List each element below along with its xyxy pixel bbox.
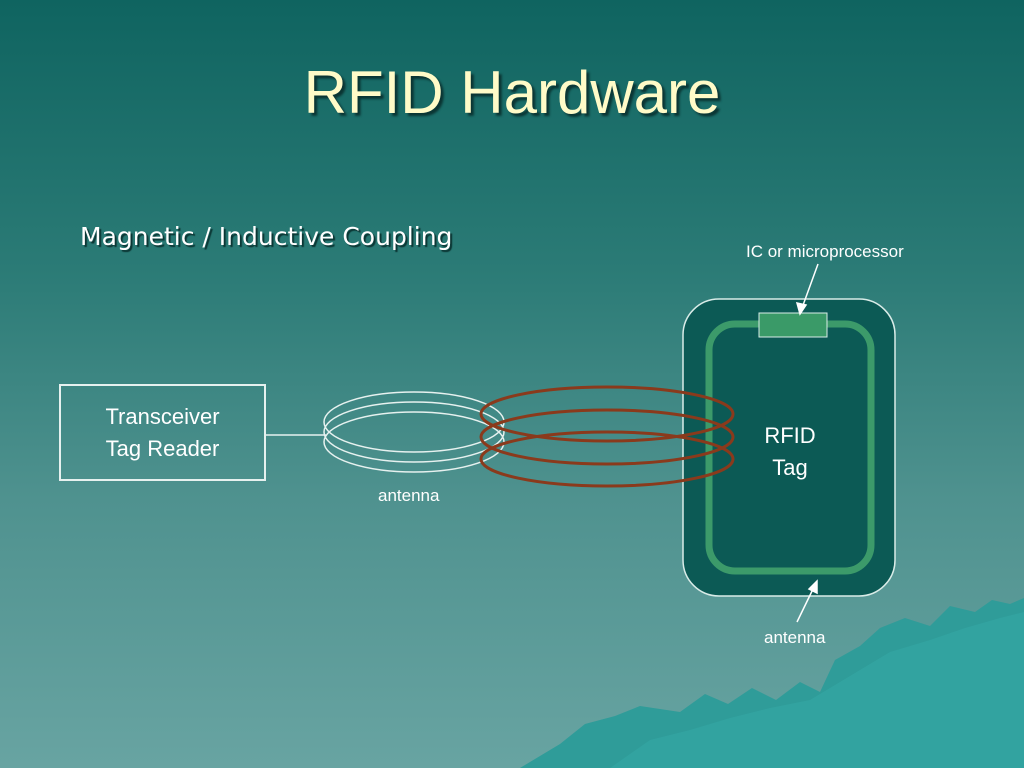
slide-title: RFID Hardware bbox=[303, 59, 721, 126]
tag-antenna-pointer-arrow bbox=[796, 579, 818, 623]
rfid-tag-card bbox=[682, 298, 896, 597]
tag-label-line2: Tag bbox=[772, 455, 808, 480]
transceiver-tag-reader-box: Transceiver Tag Reader bbox=[59, 384, 266, 481]
tag-antenna-label: antenna bbox=[764, 628, 826, 647]
magnetic-field-coils bbox=[479, 385, 735, 488]
ic-chip bbox=[758, 312, 828, 338]
slide-subtitle: Magnetic / Inductive Coupling bbox=[80, 222, 453, 251]
ic-pointer-arrow bbox=[795, 263, 819, 316]
tag-label-line1: RFID bbox=[764, 423, 816, 448]
reader-label-line1: Transceiver bbox=[105, 403, 220, 429]
rfid-tag-label: RFID Tag bbox=[740, 420, 840, 484]
reader-antenna-label: antenna bbox=[378, 486, 440, 505]
ic-or-microprocessor-label: IC or microprocessor bbox=[746, 242, 904, 261]
reader-label-line2: Tag Reader bbox=[105, 435, 220, 461]
reader-antenna-coil bbox=[323, 391, 505, 473]
